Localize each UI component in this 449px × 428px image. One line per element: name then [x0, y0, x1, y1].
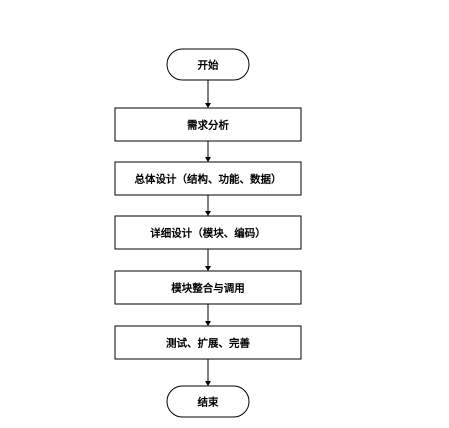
step-label: 测试、扩展、完善: [166, 337, 250, 350]
connector-start-to-requirements: [205, 80, 211, 108]
step-label: 需求分析: [187, 119, 229, 132]
step-detailed-design: 详细设计（模块、编码）: [114, 215, 302, 250]
arrowhead: [205, 103, 211, 108]
step-requirements-analysis: 需求分析: [114, 107, 302, 142]
arrowhead: [205, 381, 211, 386]
connector-detailed-design-to-integration: [205, 249, 211, 271]
process-box: [114, 270, 302, 305]
connector-testing-to-end: [205, 359, 211, 386]
process-box: [114, 325, 302, 360]
step-label: 模块整合与调用: [171, 282, 245, 295]
arrowhead: [205, 321, 211, 326]
arrowhead: [205, 266, 211, 271]
start-node: 开始: [166, 48, 250, 81]
arrowhead: [205, 157, 211, 162]
end-node: 结束: [166, 385, 250, 418]
step-module-integration: 模块整合与调用: [114, 270, 302, 305]
connector-overall-to-detailed-design: [205, 195, 211, 216]
step-overall-design: 总体设计（结构、功能、数据）: [114, 161, 302, 196]
connector-integration-to-testing: [205, 304, 211, 326]
arrowhead: [205, 211, 211, 216]
start-label: 开始: [198, 59, 219, 72]
process-box: [114, 215, 302, 250]
step-label: 详细设计（模块、编码）: [150, 227, 266, 240]
end-label: 结束: [198, 396, 219, 409]
step-testing-extension: 测试、扩展、完善: [114, 325, 302, 360]
end-terminal-shape: [166, 385, 250, 418]
process-box: [114, 107, 302, 142]
step-label: 总体设计（结构、功能、数据）: [135, 173, 282, 186]
connector-requirements-to-overall-design: [205, 141, 211, 162]
